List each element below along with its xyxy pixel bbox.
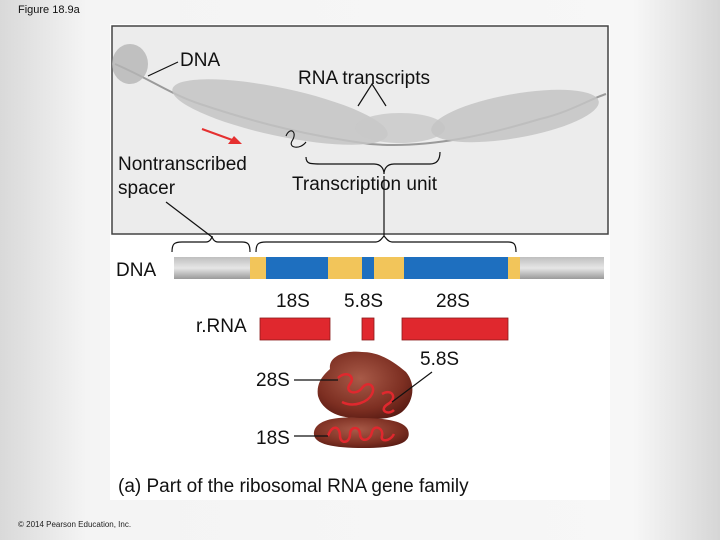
figure-panel: DNA RNA transcripts Nontranscribed space… — [110, 24, 610, 500]
electron-micrograph: DNA RNA transcripts Nontranscribed space… — [111, 25, 609, 235]
rna-transcripts-leader — [357, 82, 387, 107]
spacer-brace — [171, 235, 251, 253]
dna-leader-line — [147, 61, 179, 77]
figure-label: Figure 18.9a — [18, 4, 80, 16]
unit-brace — [255, 235, 517, 253]
nontranscribed-label: Nontranscribed — [118, 154, 247, 175]
transcription-unit-label: Transcription unit — [292, 174, 438, 195]
rrna-18s-bar — [259, 317, 331, 341]
figure-illustration: DNA RNA transcripts Nontranscribed space… — [111, 25, 609, 449]
ribosome-58s-label: 5.8S — [420, 349, 459, 370]
rna-transcripts-label: RNA transcripts — [298, 68, 430, 89]
arrow-head — [228, 136, 242, 144]
spacer-segment-1 — [250, 257, 266, 279]
gene-28s-label: 28S — [436, 291, 470, 312]
spacer-bracket — [285, 130, 307, 148]
spacer-label: spacer — [118, 178, 176, 199]
rrna-products: r.RNA 18S 5.8S 28S — [196, 291, 509, 341]
ribosome: 28S 5.8S 18S — [256, 349, 459, 449]
rrna-58s-bar — [361, 317, 375, 341]
arrow-shaft — [201, 128, 236, 142]
gene-58s-label: 5.8S — [344, 291, 383, 312]
ribosome-58s-leader — [391, 371, 433, 403]
ribosome-18s-label: 18S — [256, 428, 290, 449]
dna-label-top: DNA — [180, 50, 220, 71]
spacer-segment-4 — [508, 257, 520, 279]
connector-brackets — [165, 176, 517, 253]
spacer-segment-2 — [328, 257, 362, 279]
dna-gene-map: DNA — [116, 257, 604, 281]
transcript-cluster-right — [431, 89, 599, 143]
gene-28s-segment — [404, 257, 508, 279]
dna-label-map: DNA — [116, 260, 156, 281]
copyright-notice: © 2014 Pearson Education, Inc. — [18, 520, 132, 529]
gene-58s-segment — [362, 257, 374, 279]
transcript-cluster-center — [355, 113, 445, 143]
spacer-connector — [165, 201, 213, 238]
ribosome-28s-label: 28S — [256, 370, 290, 391]
spacer-segment-3 — [374, 257, 404, 279]
transcript-cluster-left — [172, 79, 388, 145]
rrna-label: r.RNA — [196, 316, 247, 337]
rrna-18s-fold — [326, 426, 396, 443]
rrna-28s-bar — [401, 317, 509, 341]
gene-18s-segment — [266, 257, 328, 279]
figure-caption: (a) Part of the ribosomal RNA gene famil… — [118, 476, 469, 497]
rrna-28s-fold — [337, 373, 375, 406]
transcription-unit-bracket — [305, 151, 441, 175]
rrna-58s-fold — [381, 390, 395, 414]
dna-fibre-cluster — [112, 44, 148, 84]
gene-18s-label: 18S — [276, 291, 310, 312]
